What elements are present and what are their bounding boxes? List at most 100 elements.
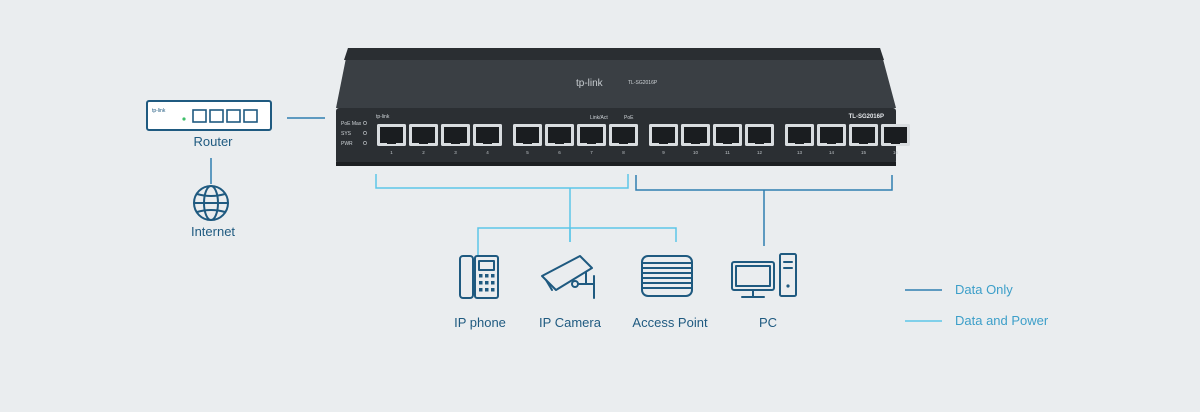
switch-bottom-edge bbox=[336, 162, 896, 166]
led-label: SYS bbox=[341, 131, 352, 137]
port-socket bbox=[412, 127, 435, 143]
port-number: 13 bbox=[797, 150, 803, 155]
legend-data-power-label: Data and Power bbox=[955, 313, 1049, 328]
port-socket bbox=[612, 127, 635, 143]
port-latch bbox=[659, 141, 668, 144]
port-latch bbox=[891, 141, 900, 144]
port-socket bbox=[444, 127, 467, 143]
switch-port: 4 bbox=[473, 124, 502, 155]
router-port-group bbox=[192, 109, 258, 123]
port-socket bbox=[716, 127, 739, 143]
port-number: 10 bbox=[693, 150, 699, 155]
port-latch bbox=[723, 141, 732, 144]
switch-port: 10 bbox=[681, 124, 710, 155]
switch-front-brand: tp-link bbox=[376, 114, 390, 120]
switch-port: 5 bbox=[513, 124, 542, 155]
port-socket bbox=[380, 127, 403, 143]
led-label: PoE Max bbox=[341, 121, 362, 127]
pc: PC bbox=[731, 253, 797, 330]
switch-port: 13 bbox=[785, 124, 814, 155]
router-led bbox=[182, 117, 186, 121]
port-number: 2 bbox=[422, 150, 425, 155]
port-latch bbox=[755, 141, 764, 144]
internet-label: Internet bbox=[191, 224, 235, 239]
poe-ports-bracket bbox=[375, 174, 629, 189]
port-socket bbox=[852, 127, 875, 143]
port-number: 3 bbox=[454, 150, 457, 155]
router-icon bbox=[146, 100, 272, 131]
port-socket bbox=[820, 127, 843, 143]
port-latch bbox=[555, 141, 564, 144]
data-ports-bracket bbox=[635, 175, 893, 191]
switch-product-line: TL-SG2016P bbox=[628, 80, 658, 86]
port-latch bbox=[859, 141, 868, 144]
port-latch bbox=[795, 141, 804, 144]
ip-phone: IP phone bbox=[454, 255, 506, 330]
port-socket bbox=[884, 127, 907, 143]
port-number: 15 bbox=[861, 150, 867, 155]
ip-camera-label: IP Camera bbox=[539, 315, 602, 330]
switch-poe-label: PoE bbox=[624, 115, 634, 121]
port-latch bbox=[827, 141, 836, 144]
access-point-label: Access Point bbox=[632, 315, 708, 330]
switch-port: 14 bbox=[817, 124, 846, 155]
legend: Data Only Data and Power bbox=[905, 282, 1049, 328]
switch-top-edge bbox=[344, 48, 884, 60]
globe-icon bbox=[193, 185, 229, 221]
port-socket bbox=[748, 127, 771, 143]
switch-port: 7 bbox=[577, 124, 606, 155]
switch-port: 8 bbox=[609, 124, 638, 155]
ip-camera: IP Camera bbox=[539, 255, 602, 330]
ip-phone-icon bbox=[459, 255, 499, 299]
switch-model-label: TL-SG2016P bbox=[849, 114, 884, 120]
legend-data-only-label: Data Only bbox=[955, 282, 1013, 297]
switch-port: 15 bbox=[849, 124, 878, 155]
switch-port: 16 bbox=[881, 124, 910, 155]
port-latch bbox=[483, 141, 492, 144]
port-number: 4 bbox=[486, 150, 489, 155]
led-label: PWR bbox=[341, 141, 353, 147]
port-number: 8 bbox=[622, 150, 625, 155]
switch-brand-logo: tp-link bbox=[576, 78, 604, 89]
port-socket bbox=[580, 127, 603, 143]
connection-lines bbox=[210, 117, 893, 256]
port-socket bbox=[548, 127, 571, 143]
access-point-icon bbox=[641, 255, 693, 297]
switch-port: 9 bbox=[649, 124, 678, 155]
port-latch bbox=[387, 141, 396, 144]
internet: Internet bbox=[191, 185, 235, 239]
router-port bbox=[192, 109, 207, 123]
switch-port: 2 bbox=[409, 124, 438, 155]
port-number: 5 bbox=[526, 150, 529, 155]
port-number: 16 bbox=[893, 150, 899, 155]
router-port bbox=[243, 109, 258, 123]
port-number: 6 bbox=[558, 150, 561, 155]
router: tp-link Router bbox=[146, 100, 272, 149]
switch-port: 12 bbox=[745, 124, 774, 155]
port-latch bbox=[419, 141, 428, 144]
ip-phone-label: IP phone bbox=[454, 315, 506, 330]
port-number: 11 bbox=[725, 150, 730, 155]
port-latch bbox=[451, 141, 460, 144]
port-number: 14 bbox=[829, 150, 835, 155]
status-led bbox=[363, 141, 367, 145]
port-number: 9 bbox=[662, 150, 665, 155]
port-socket bbox=[788, 127, 811, 143]
switch-top-face bbox=[336, 48, 896, 108]
port-latch bbox=[691, 141, 700, 144]
poe-switch: tp-link TL-SG2016P TL-SG2016P tp-link Li… bbox=[336, 48, 910, 166]
port-socket bbox=[476, 127, 499, 143]
pc-icon bbox=[731, 253, 797, 298]
router-brand: tp-link bbox=[152, 108, 166, 114]
port-socket bbox=[516, 127, 539, 143]
status-led bbox=[363, 131, 367, 135]
port-socket bbox=[652, 127, 675, 143]
switch-port: 11 bbox=[713, 124, 742, 155]
status-led bbox=[363, 121, 367, 125]
port-latch bbox=[523, 141, 532, 144]
switch-linkact-label: Link/Act bbox=[590, 115, 608, 121]
port-latch bbox=[587, 141, 596, 144]
switch-port: 6 bbox=[545, 124, 574, 155]
switch-port: 3 bbox=[441, 124, 470, 155]
access-point: Access Point bbox=[632, 255, 708, 330]
